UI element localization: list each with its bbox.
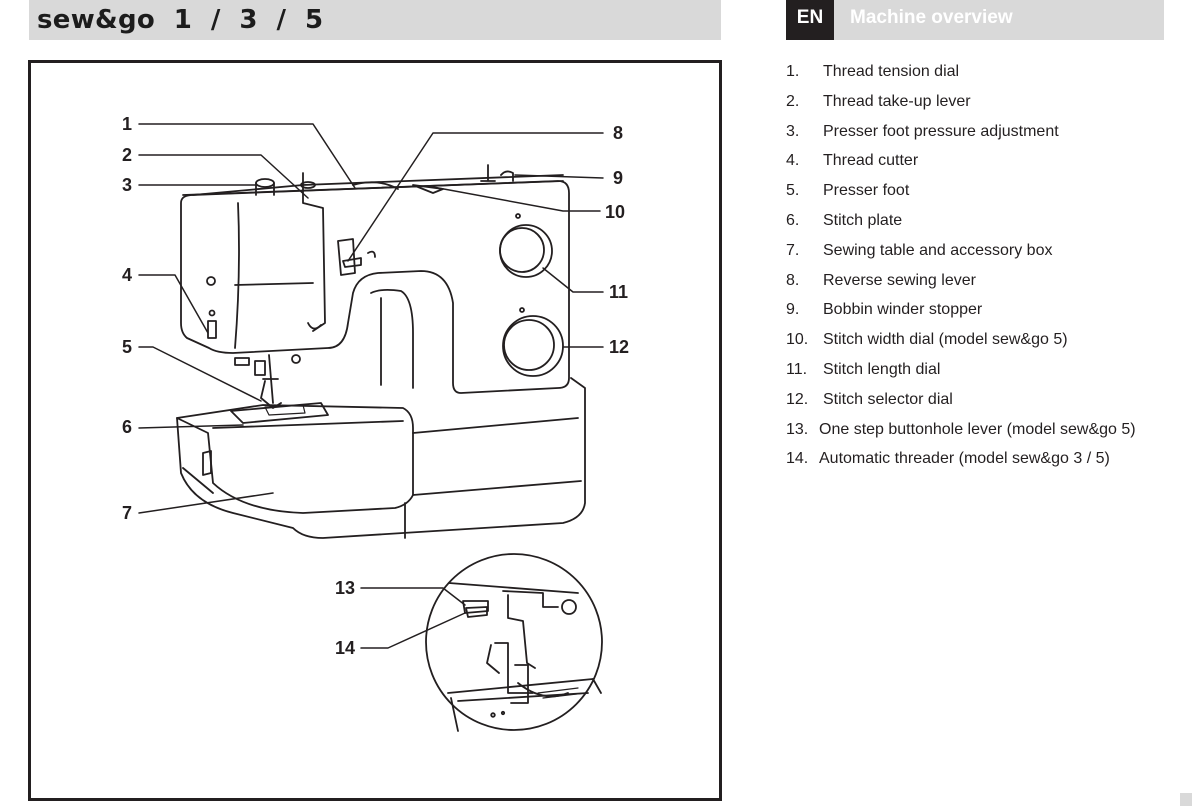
callout-4: 4 <box>122 265 132 285</box>
callout-13: 13 <box>335 578 355 598</box>
callout-1: 1 <box>122 114 132 134</box>
callout-6: 6 <box>122 417 132 437</box>
page-corner-marker <box>1180 793 1192 806</box>
machine-diagram: 1 2 3 4 5 6 7 8 9 10 11 12 13 14 <box>28 60 722 801</box>
list-item: 9.Bobbin winder stopper <box>786 301 983 319</box>
machine-base <box>176 377 586 539</box>
list-item: 3.Presser foot pressure adjustment <box>786 122 1059 140</box>
list-item: 4.Thread cutter <box>786 152 919 170</box>
parts-list: 1.Thread tension dial 2.Thread take-up l… <box>786 60 1186 477</box>
section-title: Machine overview <box>850 7 1013 28</box>
sewing-machine-illustration: 1 2 3 4 5 6 7 8 9 10 11 12 13 14 <box>122 114 629 732</box>
reverse-lever-shape <box>337 238 356 276</box>
callout-3: 3 <box>122 175 132 195</box>
callout-10: 10 <box>605 202 625 222</box>
list-item: 8.Reverse sewing lever <box>786 271 976 289</box>
list-item: 14.Automatic threader (model sew&go 3 / … <box>786 450 1110 468</box>
callout-5: 5 <box>122 337 132 357</box>
stitch-selector-dial-shape <box>502 315 564 377</box>
list-item: 2.Thread take-up lever <box>786 92 971 110</box>
machine-body <box>180 180 570 394</box>
brand-header-bar: sew&go 1 / 3 / 5 <box>29 0 721 40</box>
language-badge: EN <box>786 0 834 40</box>
list-item: 1.Thread tension dial <box>786 63 960 80</box>
list-item: 11.Stitch length dial <box>786 360 941 378</box>
list-item: 10.Stitch width dial (model sew&go 5) <box>786 331 1068 349</box>
callout-9: 9 <box>613 168 623 188</box>
list-item: 13.One step buttonhole lever (model sew&… <box>786 420 1136 438</box>
callout-14: 14 <box>335 638 355 658</box>
callout-7: 7 <box>122 503 132 523</box>
detail-inset <box>425 553 603 731</box>
callout-12: 12 <box>609 337 629 357</box>
list-item: 7.Sewing table and accessory box <box>786 241 1053 259</box>
brand-title: sew&go 1 / 3 / 5 <box>37 5 324 35</box>
list-item: 12.Stitch selector dial <box>786 390 953 408</box>
list-item: 5.Presser foot <box>786 182 910 200</box>
callout-2: 2 <box>122 145 132 165</box>
callout-8: 8 <box>613 123 623 143</box>
callout-11: 11 <box>609 282 628 302</box>
list-item: 6.Stitch plate <box>786 211 903 229</box>
section-header-bar: EN Machine overview <box>786 0 1164 40</box>
